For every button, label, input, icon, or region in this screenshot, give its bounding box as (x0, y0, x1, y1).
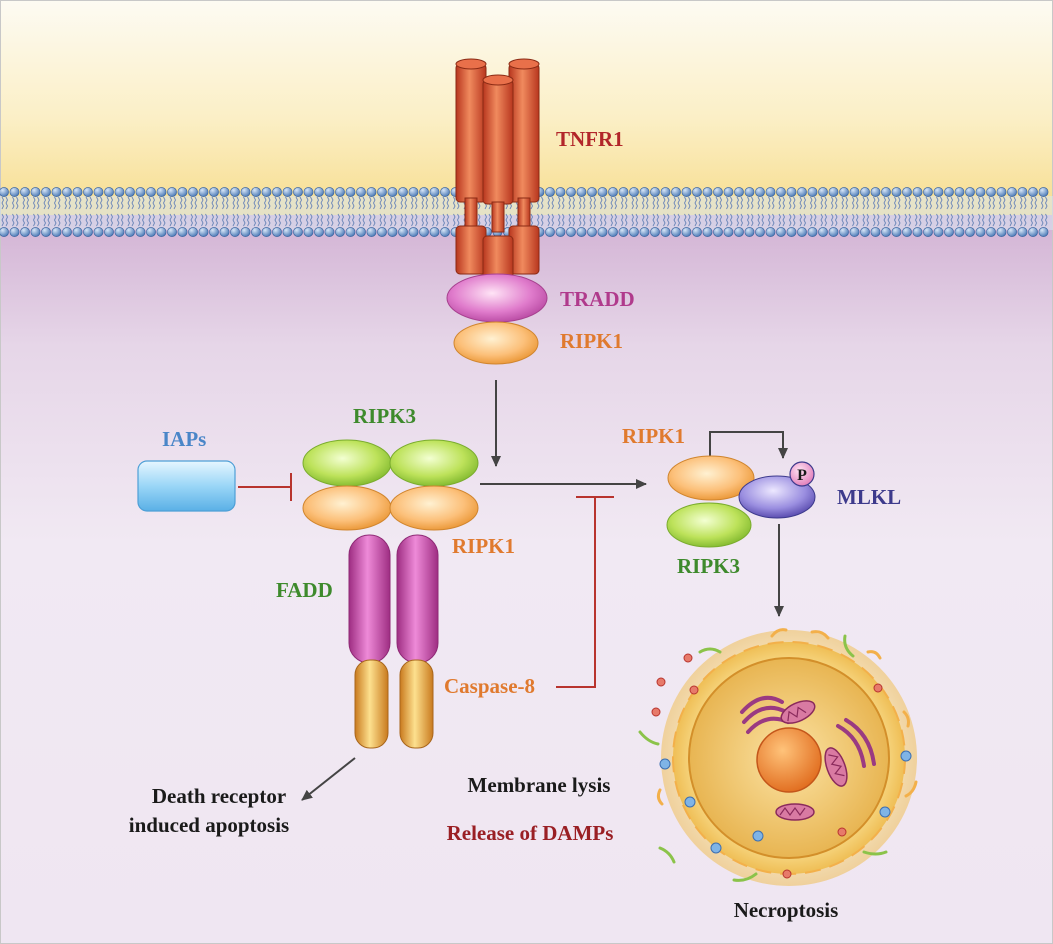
tradd-protein (446, 273, 548, 323)
fadd-protein-left (348, 534, 391, 664)
phosphate-label: P (797, 467, 807, 484)
ripk1-protein-top (453, 321, 539, 365)
ripk3-necrosome-label: RIPK3 (677, 554, 740, 578)
apoptosis-label-line2: induced apoptosis (129, 813, 289, 837)
membrane-lysis-label: Membrane lysis (468, 773, 611, 797)
ripk3-protein-right (389, 439, 479, 487)
ripk1-complex-label: RIPK1 (452, 534, 515, 558)
ripk1-necrosome-protein (667, 455, 755, 501)
release-damps-label: Release of DAMPs (447, 821, 614, 845)
necroptotic-cell (638, 628, 918, 886)
fadd-label: FADD (276, 578, 333, 602)
released-damps (638, 628, 918, 882)
phosphate-group (789, 461, 815, 487)
ripk1-protein-right (389, 485, 479, 531)
caspase8-protein-left (354, 659, 389, 749)
ripk1-protein-left (302, 485, 392, 531)
iaps-inhibition (238, 473, 292, 501)
ripk3-complex-label: RIPK3 (353, 404, 416, 428)
tnfr1-receptor (455, 58, 540, 279)
iaps-label: IAPs (162, 427, 206, 451)
caspase8-protein-right (399, 659, 434, 749)
mlkl-protein (738, 475, 816, 519)
iaps-protein (137, 460, 236, 512)
tradd-label: TRADD (560, 287, 635, 311)
fadd-protein-right (396, 534, 439, 664)
ripk3-protein-left (302, 439, 392, 487)
mitochondria (775, 700, 848, 821)
caspase8-inhibition (556, 496, 614, 688)
apoptosis-arrow (301, 757, 356, 801)
ripk1-top-label: RIPK1 (560, 329, 623, 353)
phosphorylation-feedback-arrow (709, 431, 788, 459)
ripk1-necrosome-label: RIPK1 (622, 424, 685, 448)
tnfr1-label: TNFR1 (556, 127, 624, 151)
necroptosis-label: Necroptosis (734, 898, 839, 922)
mlkl-label: MLKL (837, 485, 901, 509)
ripk3-necrosome-protein (666, 502, 752, 548)
caspase8-label: Caspase-8 (444, 674, 535, 698)
apoptosis-label-line1: Death receptor (152, 784, 286, 808)
